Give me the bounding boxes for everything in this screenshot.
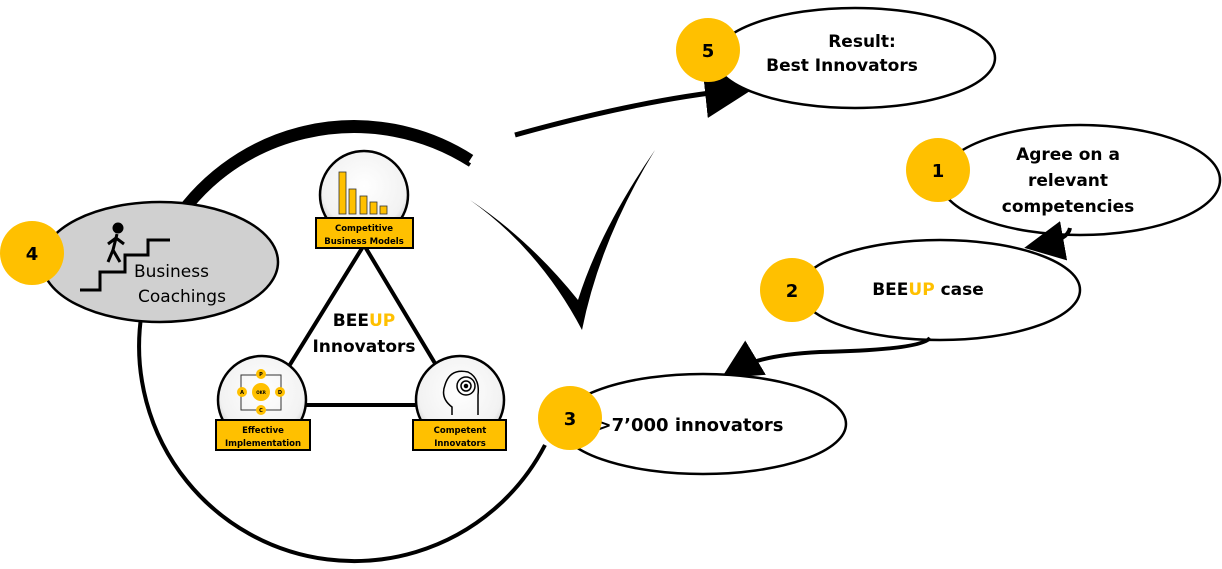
svg-text:>7’000 innovators: >7’000 innovators bbox=[597, 415, 784, 436]
head-target-icon bbox=[442, 370, 480, 415]
pillar-effective-implementation: OKR P D C A Effective Implementation bbox=[215, 354, 311, 451]
svg-text:Business: Business bbox=[134, 262, 209, 282]
svg-text:competencies: competencies bbox=[1002, 197, 1134, 217]
svg-text:Innovators: Innovators bbox=[434, 439, 486, 449]
svg-text:C: C bbox=[259, 408, 263, 414]
walking-person-icon bbox=[106, 222, 125, 263]
pillar-competitive-business-models: Competitive Business Models bbox=[315, 149, 414, 249]
step-2-beeup-case: BEEUP case 2 bbox=[721, 238, 1082, 379]
center-title: BEEUP bbox=[333, 311, 395, 331]
svg-text:Result:: Result: bbox=[828, 32, 896, 52]
svg-text:Competitive: Competitive bbox=[335, 224, 393, 234]
cycle-circle bbox=[137, 68, 755, 564]
arrow-to-result bbox=[514, 68, 755, 138]
svg-text:Competent: Competent bbox=[434, 426, 487, 436]
step-5-result: Result: Best Innovators 5 bbox=[676, 6, 997, 110]
svg-text:Agree on a: Agree on a bbox=[1016, 145, 1120, 165]
svg-text:4: 4 bbox=[26, 244, 39, 265]
pillar-competent-innovators: Competent Innovators bbox=[412, 354, 507, 451]
svg-text:relevant: relevant bbox=[1028, 171, 1108, 191]
step-4-business-coachings: Business Coachings 4 bbox=[0, 200, 280, 324]
svg-text:A: A bbox=[240, 390, 244, 396]
svg-text:1: 1 bbox=[932, 161, 945, 182]
bar-chart-icon bbox=[338, 171, 388, 215]
center-subtitle: Innovators bbox=[312, 337, 415, 357]
svg-text:P: P bbox=[259, 372, 263, 378]
svg-text:Coachings: Coachings bbox=[138, 287, 226, 307]
okr-cycle-icon: OKR P D C A bbox=[237, 369, 285, 415]
stairs-icon bbox=[80, 238, 170, 292]
svg-text:3: 3 bbox=[564, 409, 577, 430]
svg-text:D: D bbox=[278, 390, 282, 396]
svg-text:Implementation: Implementation bbox=[225, 439, 301, 449]
svg-text:Business Models: Business Models bbox=[324, 237, 404, 247]
svg-text:Effective: Effective bbox=[242, 426, 284, 436]
checkmark-icon bbox=[470, 150, 655, 330]
step-1-agree-competencies: Agree on a relevant competencies 1 bbox=[906, 123, 1222, 261]
svg-text:Best Innovators: Best Innovators bbox=[766, 56, 918, 76]
svg-text:OKR: OKR bbox=[256, 390, 266, 395]
svg-text:2: 2 bbox=[786, 281, 799, 302]
step-3-innovators: >7’000 innovators 3 bbox=[538, 372, 848, 476]
svg-text:BEEUP case: BEEUP case bbox=[872, 280, 984, 300]
triangle bbox=[261, 241, 464, 407]
svg-text:5: 5 bbox=[702, 41, 715, 62]
step-badge bbox=[0, 221, 64, 285]
